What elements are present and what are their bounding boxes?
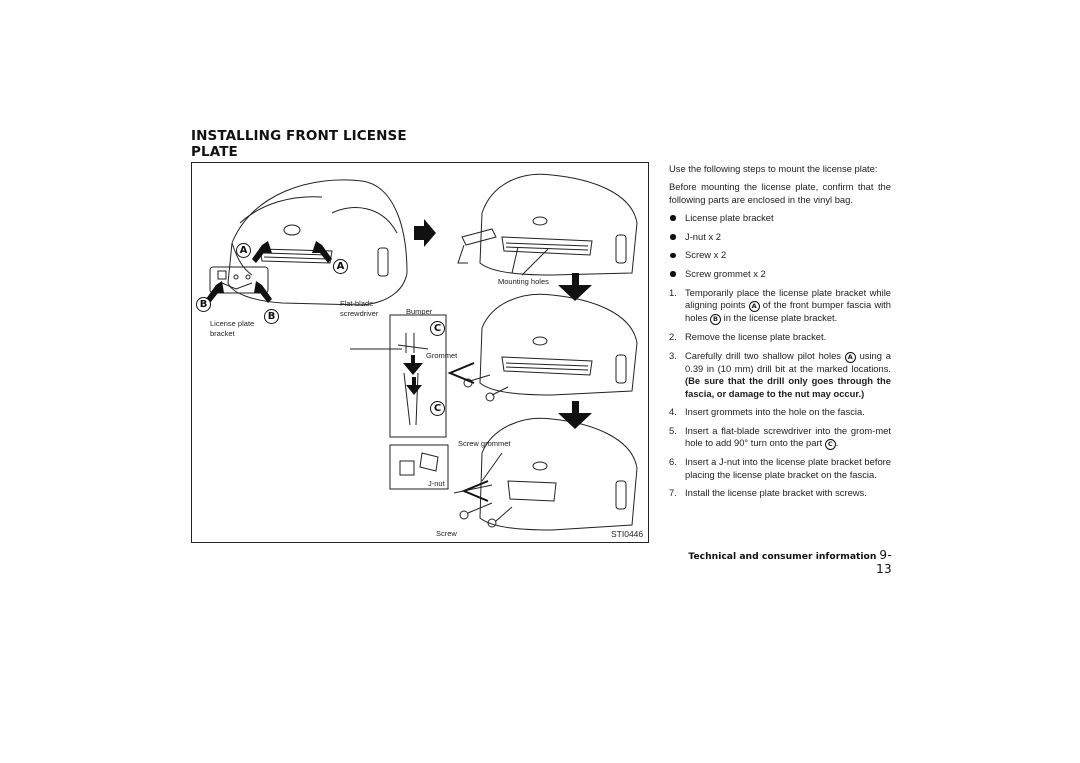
car-front-view-2 (457, 173, 638, 276)
callout-a-inline: A (844, 351, 856, 363)
callout-b-right: B (264, 309, 279, 324)
arrow-down-small-1 (403, 355, 423, 375)
label-screw: Screw (436, 529, 457, 538)
step-text: Carefully drill two shallow pilot holes (685, 349, 841, 361)
arrow-diag-2 (312, 241, 332, 263)
label-license-plate: License plate (210, 319, 255, 328)
car-front-view-1 (209, 179, 408, 306)
step-number: 2. (669, 331, 677, 343)
section-heading-line-1: INSTALLING FRONT LICENSE (191, 128, 407, 144)
step-text: in the license plate bracket. (723, 312, 838, 323)
label-mounting-holes: Mounting holes (498, 277, 549, 286)
arrow-open-1 (447, 362, 475, 384)
step-text: Insert grommets into the hole on the fas… (685, 406, 865, 418)
label-j-nut: J-nut (428, 479, 445, 488)
installation-illustration (206, 173, 638, 531)
steps-list: 1. Temporarily place the license plate b… (669, 287, 891, 500)
parts-list: License plate bracket J-nut x 2 Screw x … (669, 212, 891, 280)
footer-section-name: Technical and consumer information (688, 551, 877, 562)
section-heading-line-2: PLATE (191, 144, 238, 160)
list-item: J-nut x 2 (669, 231, 891, 243)
section-heading: INSTALLING FRONT LICENSE PLATE (191, 128, 421, 160)
step-7: 7. Install the license plate bracket wit… (669, 487, 891, 499)
list-item: Screw x 2 (669, 249, 891, 261)
callout-c-inline: C (824, 439, 836, 451)
arrow-diag-4 (254, 281, 272, 303)
callout-a-right: A (333, 259, 348, 274)
list-item: Screw grommet x 2 (669, 268, 891, 280)
label-bumper: Bumper (406, 307, 433, 316)
step-text: using a 0.39 in (10 mm) drill bit at the… (685, 349, 891, 374)
arrow-open-2 (461, 480, 489, 502)
car-front-view-4 (459, 417, 638, 531)
j-nut-detail (389, 444, 449, 490)
arrow-down-2 (558, 401, 592, 429)
callout-b-inline: B (710, 314, 722, 325)
step-number: 1. (669, 286, 677, 298)
label-bracket: bracket (210, 329, 235, 338)
figure-code: STI0446 (611, 529, 644, 539)
step-4: 4. Insert grommets into the hole on the … (669, 406, 891, 418)
callout-c-bottom: C (430, 401, 445, 416)
step-number: 6. (669, 456, 677, 468)
intro-paragraph: Use the following steps to mount the lic… (669, 163, 878, 174)
step-2: 2. Remove the license plate bracket. (669, 331, 891, 343)
step-6: 6. Insert a J-nut into the license plate… (669, 456, 891, 481)
installation-figure: Mounting holes Flat-blade screwdriver Bu… (191, 162, 649, 543)
label-screw-grommet: Screw grommet (458, 439, 511, 448)
step-3: 3. Carefully drill two shallow pilot hol… (669, 350, 891, 400)
step-number: 7. (669, 487, 677, 499)
arrow-diag-3 (206, 281, 224, 303)
arrow-down-small-2 (406, 377, 422, 395)
warning-text: (Be sure that the drill only goes throug… (685, 375, 891, 399)
callout-b-left: B (196, 297, 211, 312)
step-text: Insert a J-nut into the license plate br… (685, 456, 891, 480)
step-1: 1. Temporarily place the license plate b… (669, 287, 891, 325)
page-number: 9-13 (876, 548, 892, 576)
step-text: Insert a flat-blade screwdriver into the… (685, 424, 891, 449)
step-5: 5. Insert a flat-blade screwdriver into … (669, 424, 891, 451)
callout-c-top: C (430, 321, 445, 336)
step-text: Remove the license plate bracket. (685, 331, 827, 343)
step-text: of the front bumper fascia with holes (685, 299, 891, 323)
list-item: License plate bracket (669, 212, 891, 224)
arrow-down-1 (558, 273, 592, 301)
callout-a-inline: A (748, 301, 760, 312)
step-number: 4. (669, 406, 677, 418)
label-screwdriver: screwdriver (340, 309, 379, 318)
step-number: 3. (669, 349, 677, 361)
step-number: 5. (669, 424, 677, 436)
step-text: Install the license plate bracket with s… (685, 487, 867, 499)
instruction-text: Use the following steps to mount the lic… (669, 163, 891, 506)
before-paragraph: Before mounting the license plate, confi… (669, 181, 891, 205)
step-text: . (835, 437, 839, 449)
step-text: Temporarily place the license plate brac… (685, 286, 891, 310)
arrow-diag-1 (252, 241, 272, 263)
grommet-detail (350, 314, 447, 438)
label-flat-blade: Flat-blade (340, 299, 374, 308)
arrow-right (414, 219, 436, 247)
callout-a-left: A (236, 243, 251, 258)
label-grommet: Grommet (426, 351, 458, 360)
car-front-view-3 (463, 293, 638, 402)
